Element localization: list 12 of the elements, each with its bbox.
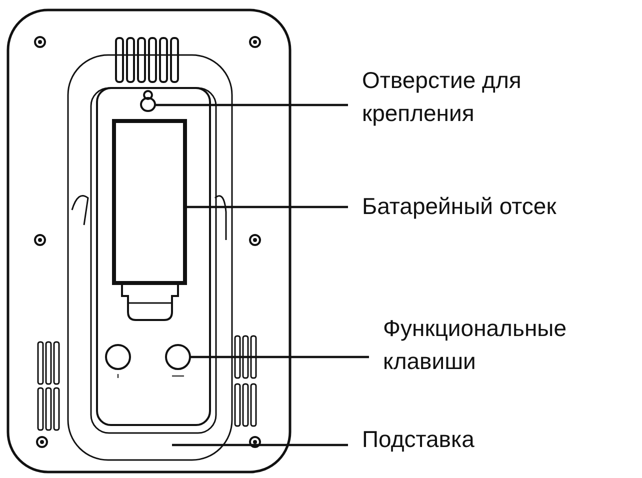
function-key: [165, 344, 191, 370]
leader-line: [172, 444, 348, 446]
battery-compartment: [112, 119, 187, 285]
callout-label: Отверстие для крепления: [362, 64, 622, 130]
callout-label: Батарейный отсек: [362, 190, 637, 223]
mounting-hole: [140, 90, 156, 112]
leader-line: [185, 206, 348, 208]
callout-label: Подставка: [362, 423, 562, 456]
leader-line: [190, 356, 369, 358]
callout-label: Функциональные клавиши: [383, 312, 638, 378]
leader-line: [155, 104, 348, 106]
stand: [67, 54, 233, 461]
